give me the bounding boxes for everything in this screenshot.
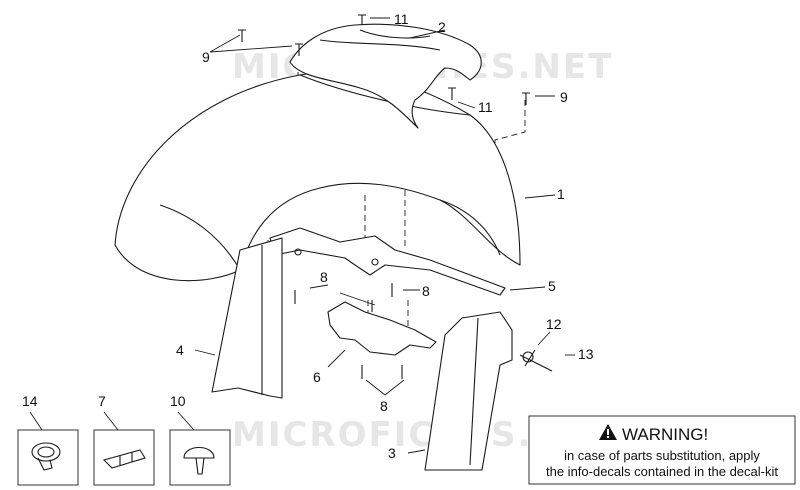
callout-11-top: 11 [394, 11, 409, 27]
right-fork-cover [424, 311, 513, 471]
callout-8-lower: 8 [380, 398, 388, 414]
cable-guide-plate [327, 301, 437, 356]
callout-10: 10 [170, 393, 186, 409]
callout-9-left: 9 [202, 49, 210, 65]
screws [238, 14, 553, 379]
callout-4: 4 [176, 342, 184, 358]
callout-8-upper-right: 8 [422, 283, 430, 299]
callout-8-upper-left: 8 [320, 269, 328, 285]
callout-1: 1 [557, 186, 565, 202]
warning-title: WARNING! [622, 425, 708, 444]
part-14-box [17, 429, 79, 486]
callout-12: 12 [546, 316, 562, 332]
warning-notice: WARNING! in case of parts substitution, … [528, 415, 796, 485]
part-7-box [93, 429, 155, 486]
accessory-boxes [17, 411, 231, 486]
callout-7: 7 [98, 393, 106, 409]
mudguard-bracket [269, 227, 506, 296]
leader-lines [194, 17, 575, 454]
callout-3: 3 [388, 445, 396, 461]
callout-6: 6 [313, 369, 321, 385]
mudguard-top-cover [289, 23, 482, 129]
callout-labels: 1 2 3 4 5 6 7 8 8 8 9 9 10 11 11 12 13 1… [22, 11, 594, 461]
left-fork-cover [211, 237, 283, 399]
warning-line-1: in case of parts substitution, apply [564, 448, 760, 463]
callout-2: 2 [438, 19, 446, 35]
warning-triangle-icon [599, 424, 617, 440]
callout-14: 14 [22, 393, 38, 409]
callout-11-mid: 11 [478, 99, 493, 115]
callout-9-right: 9 [560, 89, 568, 105]
callout-5: 5 [548, 278, 556, 294]
warning-line-2: the info-decals contained in the decal-k… [546, 464, 778, 479]
callout-13: 13 [578, 346, 594, 362]
